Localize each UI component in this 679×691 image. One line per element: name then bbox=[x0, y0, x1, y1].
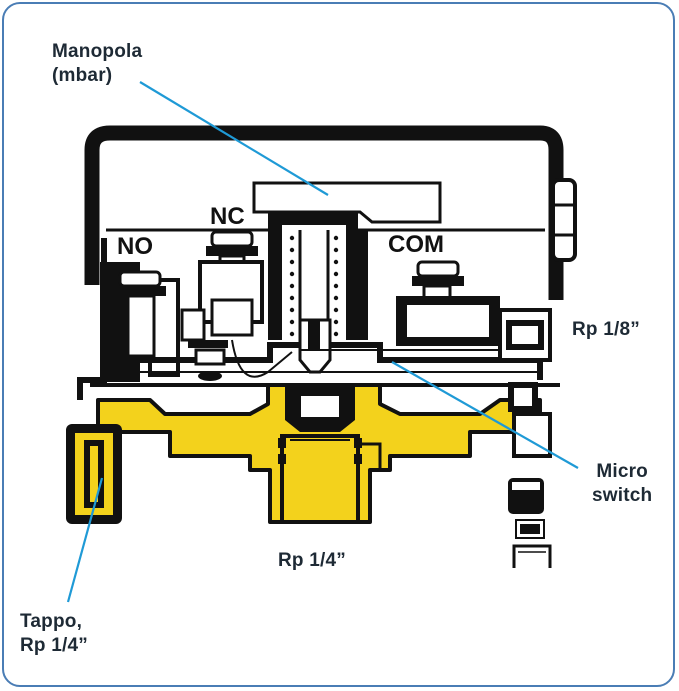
plug-tappo bbox=[66, 424, 122, 524]
brass-body bbox=[96, 382, 552, 524]
terminal-label-com: COM bbox=[388, 231, 444, 258]
leader-lines bbox=[66, 81, 579, 603]
callout-rp-1-4: Rp 1/4” bbox=[278, 550, 346, 571]
callout-micro-switch: Micro switch bbox=[592, 461, 653, 506]
leader-tappo bbox=[66, 477, 104, 603]
terminal-label-nc: NC bbox=[210, 203, 245, 230]
callout-manopola: Manopola (mbar) bbox=[52, 41, 143, 86]
knob-plate bbox=[252, 181, 442, 224]
terminal-screw-no bbox=[114, 270, 166, 358]
port-rp-1-8 bbox=[498, 308, 552, 362]
leader-manopola bbox=[139, 81, 329, 196]
terminal-screw-nc bbox=[180, 230, 264, 381]
terminal-screw-com bbox=[300, 230, 541, 357]
fitting-exploded bbox=[508, 478, 552, 568]
side-nut bbox=[551, 178, 577, 262]
callout-tappo: Tappo, Rp 1/4” bbox=[20, 611, 88, 656]
terminal-label-no: NO bbox=[117, 233, 153, 260]
internal-wire bbox=[231, 339, 293, 378]
leader-micro-switch bbox=[391, 361, 579, 469]
callout-rp-1-8: Rp 1/8” bbox=[572, 319, 640, 340]
spring-housing bbox=[268, 212, 358, 374]
